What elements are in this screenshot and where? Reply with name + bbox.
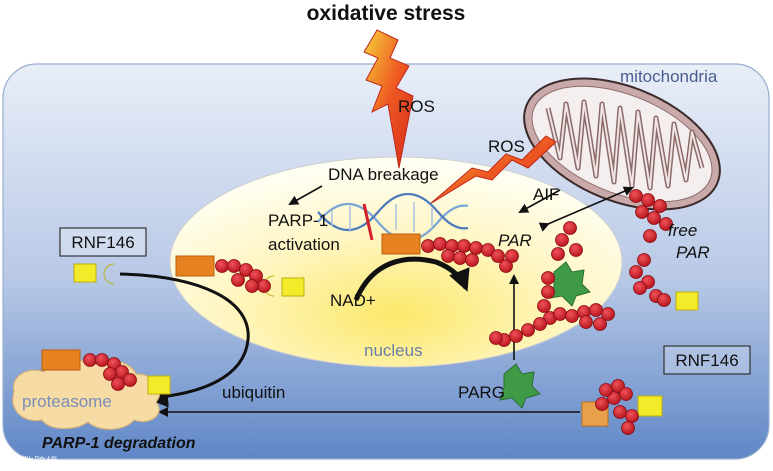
par-bead [111,377,125,391]
dna-breakage-label: DNA breakage [328,165,439,184]
parp1-protein-icon [41,349,81,371]
par-bead [647,211,661,225]
par-bead [579,315,593,329]
par-bead [633,281,647,295]
par-bead [465,253,479,267]
ubiquitin-label: ubiquitin [222,383,285,402]
par-bead [553,307,567,321]
par-bead [239,263,253,277]
ros-label-top: ROS [398,97,435,116]
par-bead [457,239,471,253]
par-bead [103,367,117,381]
par-bead [565,309,579,323]
parp1-protein-icon [175,255,215,277]
par-bead [621,421,635,435]
par-bead [95,353,109,367]
par-bead [433,237,447,251]
arrow-free-par [538,186,634,232]
free-label: free [668,221,697,240]
rnf146-box-right [663,345,751,375]
par-bead [481,243,495,257]
rnf146-protein-icon [637,395,663,417]
par-label: PAR [498,231,532,250]
ros-label-mito: ROS [488,137,525,156]
par-bead [659,217,673,231]
par-bead [657,293,671,307]
par-bead [595,397,609,411]
rnf146-protein-icon [675,291,699,311]
par-bead [613,405,627,419]
par-bead [635,205,649,219]
nucleus-label: nucleus [364,341,423,360]
par-bead [629,265,643,279]
aif-label: AIF [533,185,559,204]
par-bead [563,221,577,235]
par-bead [551,247,565,261]
parp1-activation-label-line1: PARP-1 [268,211,328,230]
par-bead [625,409,639,423]
par-bead [521,323,535,337]
par-bead [593,317,607,331]
par-bead [453,251,467,265]
par-bead [533,317,547,331]
parp1-degradation-label: PARP-1 degradation [42,435,196,452]
rnf146-box-left [59,227,147,257]
parg-enzyme-icon [499,363,541,409]
par-bead [601,307,615,321]
lightning-bolt-icon [363,29,414,169]
lightning-bolt-icon [429,135,557,205]
par-bead [599,383,613,397]
par-bead [123,373,137,387]
par-bead [509,329,523,343]
par-bead [421,239,435,253]
parp1-protein-icon [381,233,421,255]
proteasome-label: proteasome [22,392,112,411]
par-bead [619,387,633,401]
rnf146-protein-icon [73,263,115,285]
mitochondrion-icon [523,77,721,211]
watermark-text: 大数跨境 [10,454,58,469]
par-bead [215,259,229,273]
free-par-label: PAR [676,243,710,262]
par-bead [469,241,483,255]
rnf146-label-left: RNF146 [71,233,134,252]
par-bead [83,353,97,367]
parg-label: PARG [458,383,505,402]
par-bead [491,249,505,263]
par-bead [541,271,555,285]
par-bead [629,189,643,203]
par-bead [541,285,555,299]
par-bead [637,253,651,267]
par-bead [643,229,657,243]
par-chain-icon [83,189,673,435]
par-bead [245,279,259,293]
nad-label: NAD+ [330,291,376,310]
par-bead [227,259,241,273]
par-bead [441,249,455,263]
par-bead [505,249,519,263]
arrow [288,185,323,205]
par-bead [231,273,245,287]
arrow-rnf146 [119,272,250,408]
par-bead [589,303,603,317]
parp1-activation-label-line2: activation [268,235,340,254]
rnf146-protein-icon [147,375,171,395]
par-bead [569,243,583,257]
par-bead [555,233,569,247]
par-bead [653,199,667,213]
rnf146-label-right: RNF146 [675,351,738,370]
par-bead [537,299,551,313]
arrow-nad [353,256,470,301]
title: oxidative stress [307,2,466,25]
par-bead [499,259,513,273]
par-bead [641,193,655,207]
mitochondria-label: mitochondria [620,67,718,86]
par-bead [257,279,271,293]
par-bead [489,331,503,345]
